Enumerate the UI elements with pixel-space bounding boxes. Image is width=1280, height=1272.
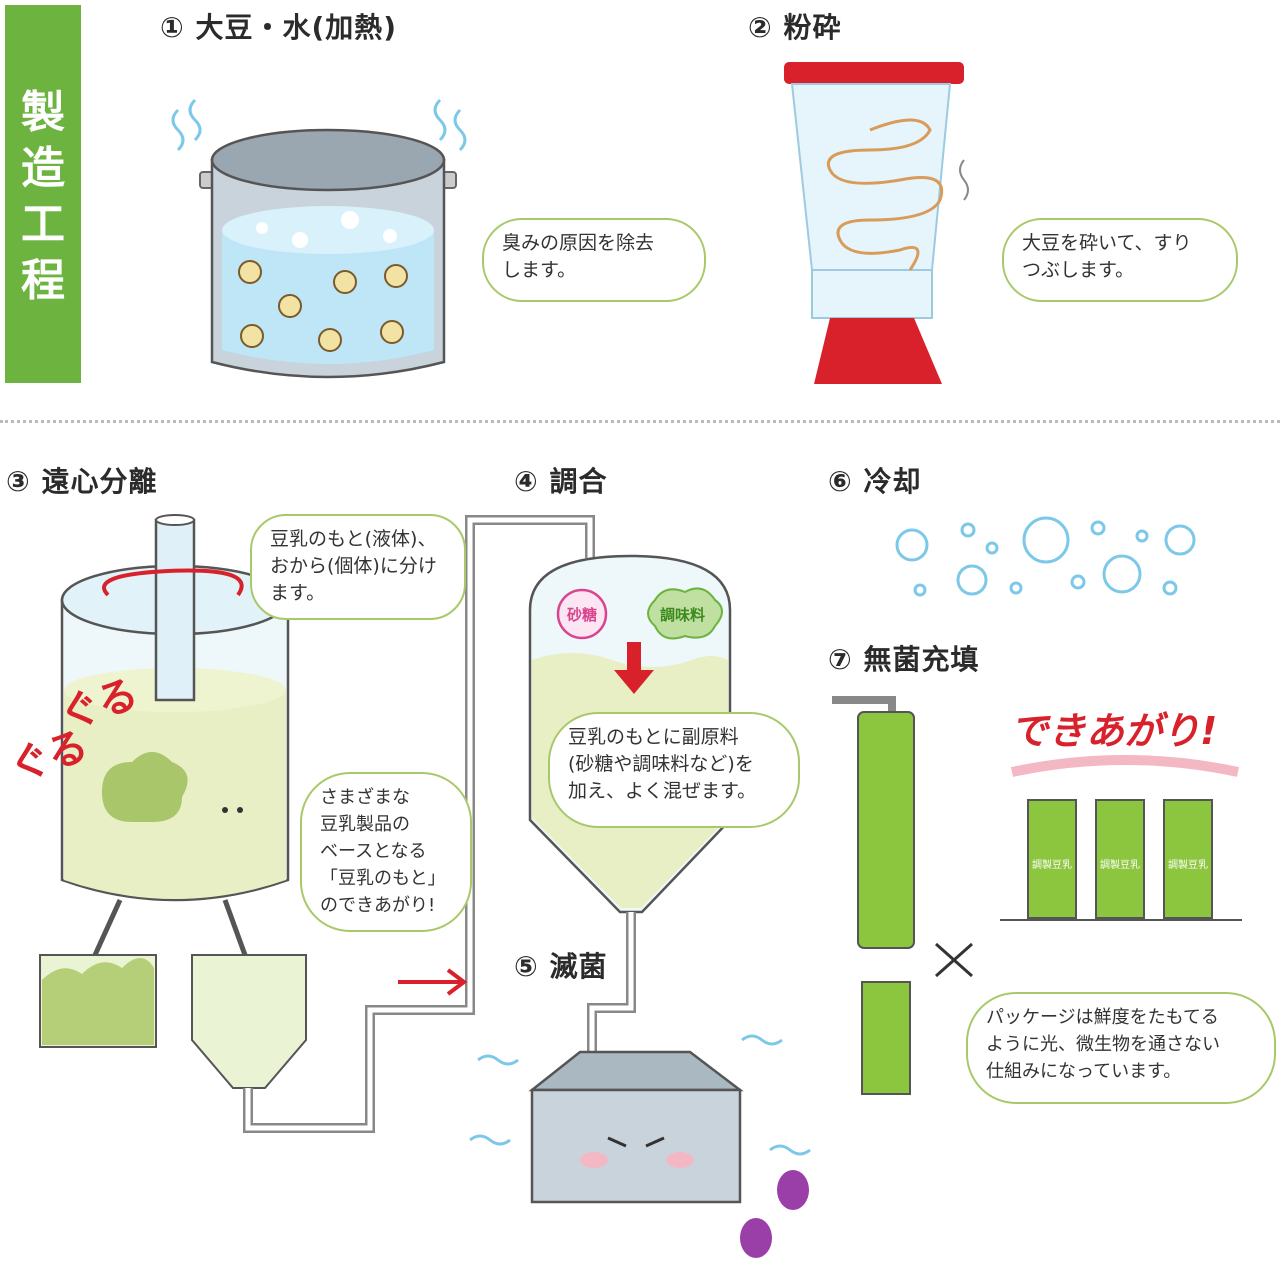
bubble-line: 臭みの原因を除去 <box>502 232 655 254</box>
bubble-line: 豆乳製品の <box>320 814 410 835</box>
bubble-line: 豆乳のもとに副原料 <box>568 726 739 748</box>
section-divider <box>0 420 1280 423</box>
pack-label: 調製豆乳 <box>1168 860 1208 871</box>
bubble-line: 加え、よく混ぜます。 <box>568 780 757 802</box>
pack-label: 調製豆乳 <box>1100 860 1140 871</box>
bubble-line: のできあがり! <box>320 895 436 916</box>
packaging-icon <box>832 696 1242 1095</box>
bubble-line: ます。 <box>270 582 326 604</box>
sugar-label: 砂糖 <box>567 606 598 624</box>
step7-title: ⑦ 無菌充填 <box>828 643 980 676</box>
step6-title: ⑥ 冷却 <box>828 465 922 498</box>
bubble-line: 仕組みになっています。 <box>986 1061 1182 1082</box>
step2-title: ② 粉砕 <box>748 11 842 44</box>
step3-bubble: 豆乳のもと(液体)、 おから(個体)に分け ます。 <box>250 514 466 620</box>
step1-bubble: 臭みの原因を除去 します。 <box>482 218 706 302</box>
step2-bubble: 大豆を砕いて、すり つぶします。 <box>1002 218 1238 302</box>
step1-title: ① 大豆・水(加熱) <box>160 11 398 44</box>
banner-char: 工 <box>21 199 65 250</box>
step3-title: ③ 遠心分離 <box>6 465 158 498</box>
bubble-line: 大豆を砕いて、すり <box>1022 232 1192 254</box>
bubble-line: します。 <box>502 259 577 281</box>
step7-bubble: パッケージは鮮度をたもてる ように光、微生物を通さない 仕組みになっています。 <box>966 992 1276 1104</box>
pack-label: 調製豆乳 <box>1032 860 1072 871</box>
banner-char: 製 <box>21 87 65 138</box>
banner-text: 製 造 工 程 <box>5 85 81 309</box>
step4-title: ④ 調合 <box>514 465 608 498</box>
bubble-line: ベースとなる <box>320 841 427 862</box>
bubble-line: さまざまな <box>320 787 410 808</box>
bubble-line: 「豆乳のもと」 <box>320 868 446 889</box>
bubble-line: 豆乳のもと(液体)、 <box>270 528 437 550</box>
bubble-line: つぶします。 <box>1022 259 1135 281</box>
bubble-line: パッケージは鮮度をたもてる <box>986 1007 1219 1028</box>
sterilizer-icon <box>469 1034 811 1258</box>
banner-char: 程 <box>21 255 65 306</box>
centrifuge-icon <box>39 514 595 1133</box>
bubble-line: (砂糖や調味料など)を <box>568 753 754 775</box>
process-banner: 製 造 工 程 <box>5 5 81 383</box>
seasoning-label: 調味料 <box>660 606 706 624</box>
pot-icon <box>171 98 467 379</box>
banner-char: 造 <box>21 143 65 194</box>
step5-title: ⑤ 滅菌 <box>514 950 608 983</box>
step4-bubble: 豆乳のもとに副原料 (砂糖や調味料など)を 加え、よく混ぜます。 <box>548 712 800 828</box>
bubble-line: ように光、微生物を通さない <box>986 1034 1220 1055</box>
step3-bubble-2: さまざまな 豆乳製品の ベースとなる 「豆乳のもと」 のできあがり! <box>300 772 472 932</box>
done-text: できあがり! <box>1010 709 1218 753</box>
bubble-line: おから(個体)に分け <box>270 555 437 577</box>
snowflake-icon <box>895 516 1196 597</box>
blender-icon <box>784 62 969 384</box>
